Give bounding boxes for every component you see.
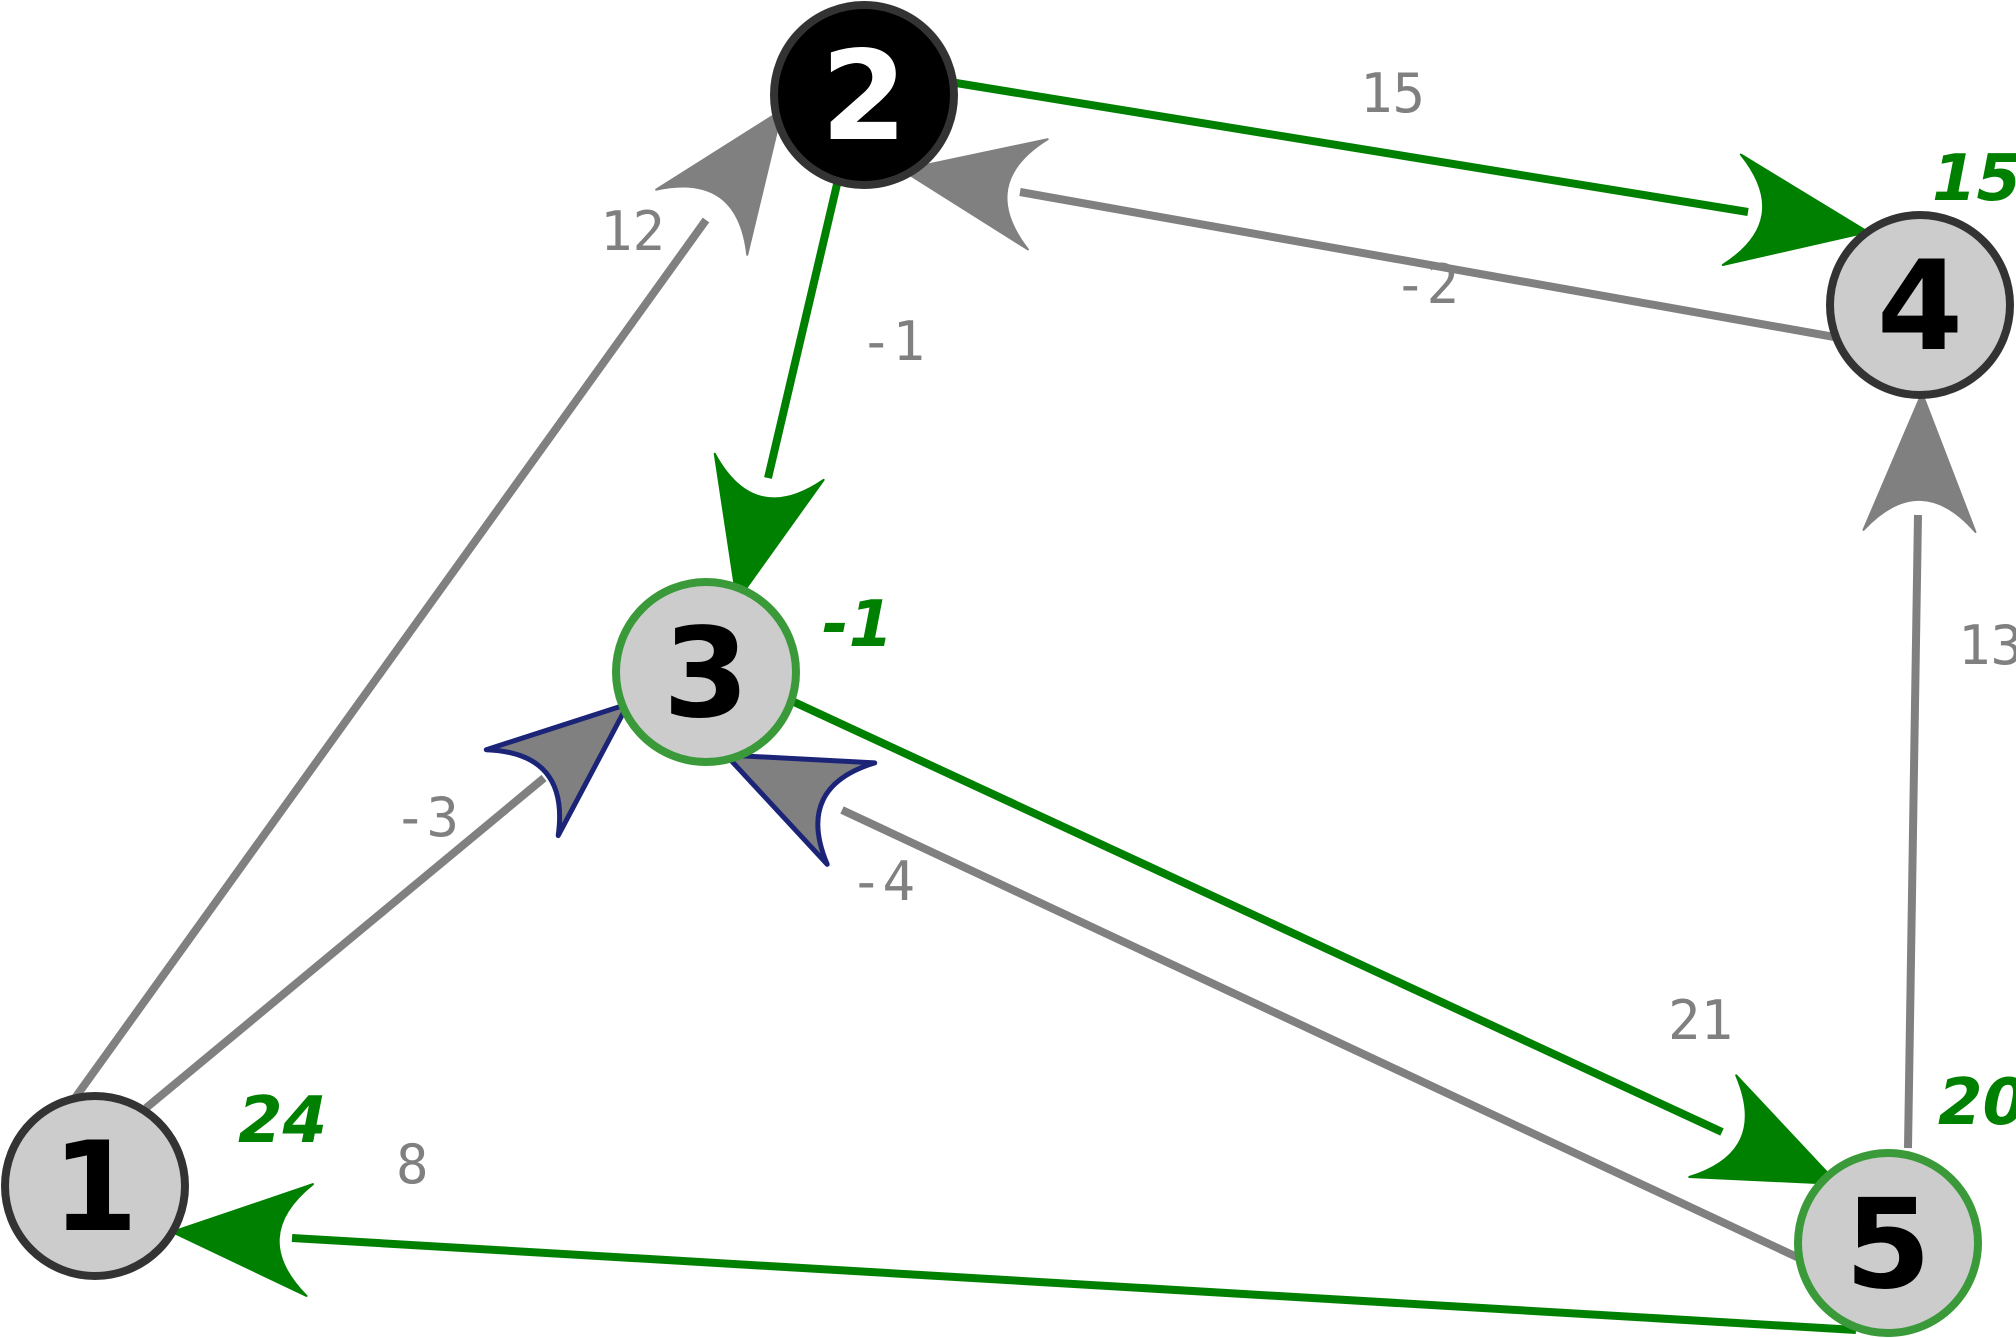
- node-5-circle: [1794, 1149, 1982, 1337]
- edge-weight-2-3: -1: [860, 310, 925, 373]
- edge-5-3: [840, 806, 1801, 1262]
- edge-weight-1-2: 12: [600, 200, 665, 263]
- arrowhead-5-3: [723, 752, 878, 867]
- arrowheads-layer: [171, 109, 1977, 1297]
- node-1-distance: 24: [238, 1084, 327, 1158]
- edge-weight-2-4: 15: [1360, 62, 1425, 125]
- arrowhead-5-1: [171, 1183, 315, 1297]
- edge-weight-3-5: 21: [1668, 989, 1733, 1052]
- edge-weight-4-2: -2: [1394, 253, 1459, 316]
- node-3-distance: -1: [822, 588, 893, 662]
- edge-weight-1-3: -3: [394, 786, 459, 849]
- arrowhead-2-3: [713, 452, 825, 602]
- node-3-circle: [612, 578, 800, 766]
- node-4-label: 4: [1877, 235, 1963, 379]
- node-3[interactable]: 3: [612, 578, 800, 766]
- node-4[interactable]: 4: [1826, 211, 2014, 399]
- node-4-distance: 15: [1932, 142, 2016, 216]
- node-1-circle: [1, 1092, 189, 1280]
- node-5[interactable]: 5: [1794, 1149, 1982, 1337]
- arrowhead-2-4: [1721, 153, 1869, 267]
- edge-5-1: [291, 1234, 1857, 1334]
- arrowhead-1-2: [655, 109, 783, 256]
- arrowhead-1-3: [483, 701, 631, 839]
- node-1[interactable]: 1: [1, 1092, 189, 1280]
- node-5-label: 5: [1845, 1173, 1931, 1317]
- edge-2-3: [764, 179, 842, 479]
- node-5-distance: 20: [1938, 1066, 2016, 1140]
- edge-4-2: [1019, 188, 1841, 342]
- edge-3-5: [792, 698, 1724, 1136]
- arrowhead-3-5: [1688, 1074, 1839, 1185]
- edge-2-4: [949, 78, 1749, 216]
- edge-weight-5-4: 13: [1958, 614, 2016, 677]
- edge-weight-5-1: 8: [396, 1133, 429, 1196]
- arrowhead-5-4: [1862, 392, 1977, 534]
- node-2-label: 2: [821, 25, 907, 169]
- edge-1-2: [71, 217, 710, 1101]
- node-1-label: 1: [52, 1116, 138, 1260]
- node-2-circle: [770, 1, 958, 189]
- node-4-circle: [1826, 211, 2014, 399]
- edge-5-4: [1904, 514, 1922, 1149]
- edge-1-3: [143, 774, 547, 1112]
- node-3-label: 3: [663, 602, 749, 746]
- edge-weight-5-3: -4: [850, 850, 915, 913]
- edges-layer: [71, 78, 1922, 1334]
- node-2[interactable]: 2: [770, 1, 958, 189]
- distance-labels-layer: 24 -1 15 20: [238, 142, 2016, 1158]
- arrowhead-4-2: [901, 138, 1049, 251]
- edge-weights-layer: 12 15 -2 -1 -3 -4 21 13 8: [394, 62, 2016, 1196]
